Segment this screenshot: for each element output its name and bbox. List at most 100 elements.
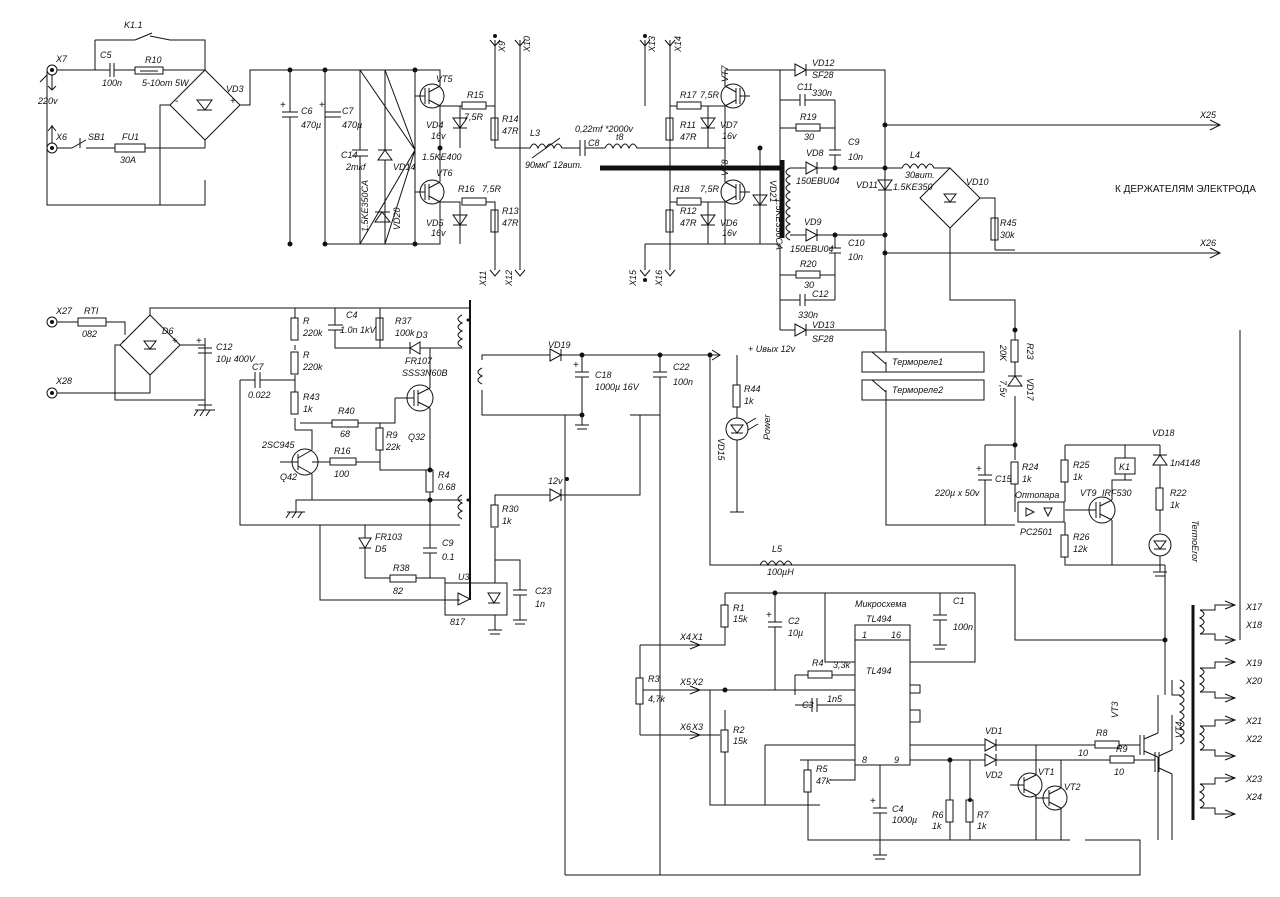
- label-x18: X18: [1245, 620, 1262, 630]
- label-x19: X19: [1245, 658, 1262, 668]
- label-vt5: VT5: [436, 74, 454, 84]
- label-vd6: VD6: [720, 218, 738, 228]
- label-vt9-value: IRF530: [1102, 488, 1132, 498]
- label-2sc945: 2SC945: [261, 440, 296, 450]
- label-tl494-body: TL494: [866, 666, 892, 676]
- resistor-r9b: [1109, 755, 1135, 764]
- label-c2: C2: [788, 616, 800, 626]
- svg-text:+: +: [230, 96, 236, 107]
- label-u3-value: 817: [450, 617, 466, 627]
- label-k1: K1: [1119, 462, 1130, 472]
- label-vd8: VD8: [806, 148, 824, 158]
- label-c9-value: 10n: [848, 152, 863, 162]
- label-fr103: FR103: [375, 532, 402, 542]
- resistor-r25: [1060, 459, 1069, 483]
- label-r24: R24: [1022, 462, 1039, 472]
- label-r9a-value: 22k: [385, 442, 401, 452]
- label-x9: X9: [497, 41, 507, 53]
- label-c10: C10: [848, 238, 865, 248]
- resistor-r22: [1155, 487, 1164, 511]
- label-vd13-value: SF28: [812, 334, 834, 344]
- label-c6: C6: [301, 106, 313, 116]
- label-pin1: 1: [862, 630, 867, 640]
- label-c5-value: 100n: [102, 78, 122, 88]
- resistor-r1b: [720, 604, 729, 628]
- label-vd7-value: 16v: [722, 131, 737, 141]
- label-r18-value: 7,5R: [700, 184, 720, 194]
- label-pin8: 8: [862, 755, 867, 765]
- label-r2b: R2: [733, 725, 745, 735]
- optocoupler-pc2501: [1017, 501, 1065, 523]
- label-r-a-value: 220k: [302, 328, 323, 338]
- label-r6-value: 1k: [932, 821, 942, 831]
- label-r16: R16: [458, 184, 475, 194]
- label-r19: R19: [800, 112, 817, 122]
- label-q32-value: SSS3N60B: [402, 368, 448, 378]
- label-x10: X10: [522, 36, 532, 53]
- resistor-r-220k-1: [290, 317, 299, 341]
- label-r26: R26: [1073, 532, 1090, 542]
- label-r11: R11: [680, 120, 696, 130]
- label-r17-value: 7,5R: [700, 90, 720, 100]
- label-pc2501: PC2501: [1020, 527, 1053, 537]
- label-r38-value: 82: [393, 586, 403, 596]
- label-r12-value: 47R: [680, 218, 697, 228]
- label-r38: R38: [393, 563, 410, 573]
- label-x5: X5: [679, 677, 692, 687]
- thermo-relay-1: [861, 351, 985, 373]
- label-vd3: VD3: [226, 84, 244, 94]
- label-r24-value: 1k: [1022, 474, 1032, 484]
- label-vd19: VD19: [548, 340, 571, 350]
- label-c22-value: 100n: [673, 377, 693, 387]
- label-vd13: VD13: [812, 320, 835, 330]
- label-r20-value: 30: [804, 280, 814, 290]
- label-c3: C3: [802, 700, 814, 710]
- label-k11: K1.1: [124, 20, 143, 30]
- label-r40: R40: [338, 406, 355, 416]
- label-x21: X21: [1245, 716, 1262, 726]
- label-c11-value: 330n: [812, 88, 832, 98]
- label-r-b: R: [303, 350, 310, 360]
- label-vd4: VD4: [426, 120, 444, 130]
- label-c5: C5: [100, 50, 112, 60]
- thermal-protection-section: Термореле1 Термореле2 R23 20K VD17 7,5v …: [861, 327, 1241, 640]
- label-electrode-holders: К ДЕРЖАТЕЛЯМ ЭЛЕКТРОДА: [1115, 184, 1256, 195]
- led-termoeror: [1148, 533, 1172, 557]
- label-x24: X24: [1245, 792, 1262, 802]
- label-r45: R45: [1000, 218, 1018, 228]
- label-microchip: Микросхема: [855, 599, 907, 609]
- label-vd6-value: 16v: [722, 228, 737, 238]
- label-x22: X22: [1245, 734, 1262, 744]
- h-bridge-section: VT5 1.5KE400 VT6 VD4 16v R15 7,5R R14 47…: [415, 34, 784, 287]
- label-c15: C15: [995, 474, 1013, 484]
- label-r20: R20: [800, 259, 817, 269]
- label-r15-value: 7,5R: [464, 112, 484, 122]
- svg-text:-: -: [175, 96, 178, 107]
- label-r7: R7: [977, 810, 989, 820]
- label-r10: R10: [145, 55, 162, 65]
- resistor-r38: [389, 574, 417, 583]
- label-vd5-value: 16v: [431, 228, 446, 238]
- label-pin16: 16: [891, 630, 901, 640]
- label-vd8-value: 150EBU04: [796, 176, 840, 186]
- label-c8: C8: [588, 138, 600, 148]
- label-c18-value: 1000µ 16V: [595, 382, 640, 392]
- label-vt2: VT2: [1064, 782, 1081, 792]
- svg-text:+: +: [172, 336, 178, 347]
- label-vd17: VD17: [1025, 378, 1035, 402]
- svg-text:+: +: [196, 336, 202, 347]
- label-c22: C22: [673, 362, 690, 372]
- label-x12: X12: [504, 270, 514, 287]
- label-fu1-value: 30A: [120, 155, 136, 165]
- label-vd21-value: 1.5KE350CA: [774, 198, 784, 250]
- label-r3: R3: [648, 674, 660, 684]
- label-r3-value: 4,7k: [648, 694, 666, 704]
- label-vd9-value: 150EBU04: [790, 244, 834, 254]
- label-vd4-value: 16v: [431, 131, 446, 141]
- label-r9a: R9: [386, 430, 398, 440]
- resistor-r20: [795, 270, 821, 279]
- resistor-r9a: [375, 427, 384, 451]
- label-l3: L3: [530, 128, 540, 138]
- label-c4b-value: 1000µ: [892, 815, 917, 825]
- label-c6-value: 470µ: [301, 120, 321, 130]
